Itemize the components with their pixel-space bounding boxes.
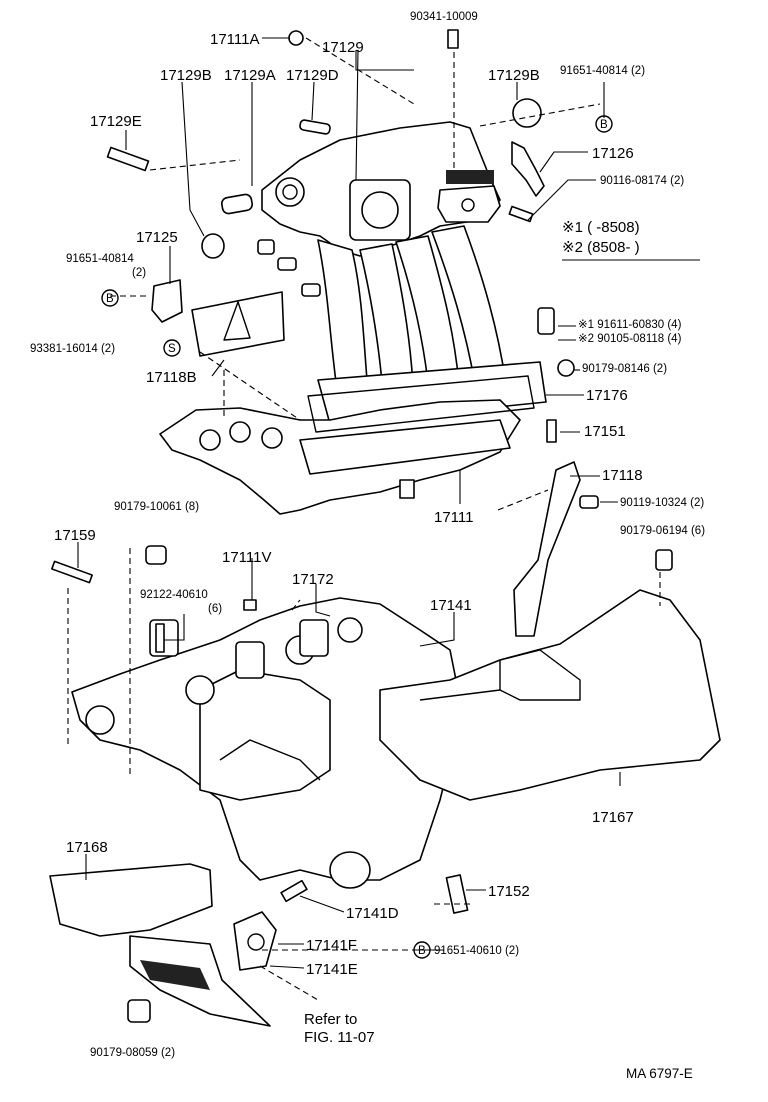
label-17141D: 17141D	[346, 905, 399, 922]
bracket-17118B	[191, 291, 285, 357]
stay-17118	[513, 461, 581, 637]
intake-manifold-17111	[159, 399, 521, 515]
label-90105-08118: ※2 90105-08118 (4)	[578, 333, 682, 345]
label-91651-40814-top: 91651-40814 (2)	[560, 65, 645, 77]
label-91651-40814-left: 91651-40814	[66, 253, 134, 265]
bracket-17126	[511, 141, 545, 197]
stud-17141D	[280, 879, 308, 903]
label-17118: 17118	[602, 467, 643, 484]
label-90179-06194: 90179-06194 (6)	[620, 525, 705, 537]
insulator-17168	[49, 863, 213, 937]
bolt-17129E	[106, 146, 150, 172]
label-17111: 17111	[434, 509, 474, 526]
label-92122-40610: 92122-40610	[140, 589, 208, 601]
heat-insulator-17167	[379, 589, 721, 801]
label-17129B-left: 17129B	[160, 67, 212, 84]
gasket-17176	[307, 375, 535, 433]
label-90179-08146: 90179-08146 (2)	[582, 363, 667, 375]
label-90119-10324: 90119-10324 (2)	[620, 497, 704, 509]
symbol-b-top: B	[595, 115, 613, 133]
diagram-code: MA 6797-E	[626, 1066, 693, 1081]
nut-17111A	[288, 30, 304, 46]
label-refer-to: Refer to	[304, 1011, 357, 1028]
label-17176: 17176	[586, 387, 628, 404]
throttle-body-assembly	[201, 98, 547, 425]
label-17125: 17125	[136, 229, 178, 246]
svg-text:S: S	[168, 343, 176, 355]
label-90116-08174: 90116-08174 (2)	[600, 175, 684, 187]
stud-90116	[508, 205, 534, 223]
label-93381-16014: 93381-16014 (2)	[30, 343, 115, 355]
dashed-guide-lines	[67, 37, 661, 1001]
label-90341-10009: 90341-10009	[410, 11, 478, 23]
stud-17152	[445, 874, 469, 914]
symbol-b-left: B	[101, 289, 119, 307]
label-90179-10061: 90179-10061 (8)	[114, 501, 199, 513]
label-17129: 17129	[322, 39, 364, 56]
legend-row-2: ※2 (8508- )	[562, 239, 640, 256]
label-91651-40610: 91651-40610 (2)	[434, 945, 519, 957]
label-17167: 17167	[592, 809, 634, 826]
svg-text:B: B	[106, 293, 114, 305]
label-91651-40814-left-qty: (2)	[132, 267, 146, 279]
label-17129B-right: 17129B	[488, 67, 540, 84]
bolt-91611	[537, 307, 555, 335]
label-17111V: 17111V	[222, 549, 272, 566]
svg-text:B: B	[600, 119, 608, 131]
stud-17151	[546, 419, 557, 443]
nut-90179-06194	[655, 549, 673, 571]
label-17159: 17159	[54, 527, 96, 544]
legend-row-1: ※1 ( -8508)	[562, 219, 640, 236]
svg-text:B: B	[418, 945, 426, 957]
label-fig-ref: FIG. 11-07	[304, 1029, 375, 1046]
gasket-17111V	[243, 599, 257, 611]
nut-90179-10061	[145, 545, 167, 565]
stud-92122	[155, 623, 165, 653]
label-17126: 17126	[592, 145, 634, 162]
legend-box: ※1 ( -8508) ※2 (8508- )	[562, 219, 700, 261]
label-17152: 17152	[488, 883, 530, 900]
label-17168: 17168	[66, 839, 108, 856]
label-17151: 17151	[584, 423, 626, 440]
label-92122-40610-qty: (6)	[208, 603, 222, 615]
label-17141E: 17141E	[306, 961, 358, 978]
bracket-shade	[140, 960, 210, 990]
nut-90179-08059	[127, 999, 151, 1023]
label-17129E: 17129E	[90, 113, 142, 130]
label-17141F: 17141F	[306, 937, 357, 954]
plate-17125	[151, 279, 183, 323]
exhaust-manifold-17141	[71, 597, 461, 889]
symbol-s: S	[163, 339, 181, 357]
label-90179-08059: 90179-08059 (2)	[90, 1047, 175, 1059]
nut-90179-08146	[557, 359, 575, 377]
label-91611-60830: ※1 91611-60830 (4)	[578, 319, 682, 331]
stud-17159	[51, 560, 93, 584]
gasket-17141F	[233, 911, 277, 971]
bolt-90341	[447, 29, 459, 49]
leader-lines	[77, 37, 621, 969]
label-17129A: 17129A	[224, 67, 276, 84]
label-17118B: 17118B	[146, 369, 197, 386]
symbol-b-bottom: B	[413, 941, 431, 959]
label-17172: 17172	[292, 571, 334, 588]
bolt-90119	[579, 495, 599, 509]
label-17129D: 17129D	[286, 67, 339, 84]
label-17111A: 17111A	[210, 31, 260, 48]
label-17141: 17141	[430, 597, 472, 614]
